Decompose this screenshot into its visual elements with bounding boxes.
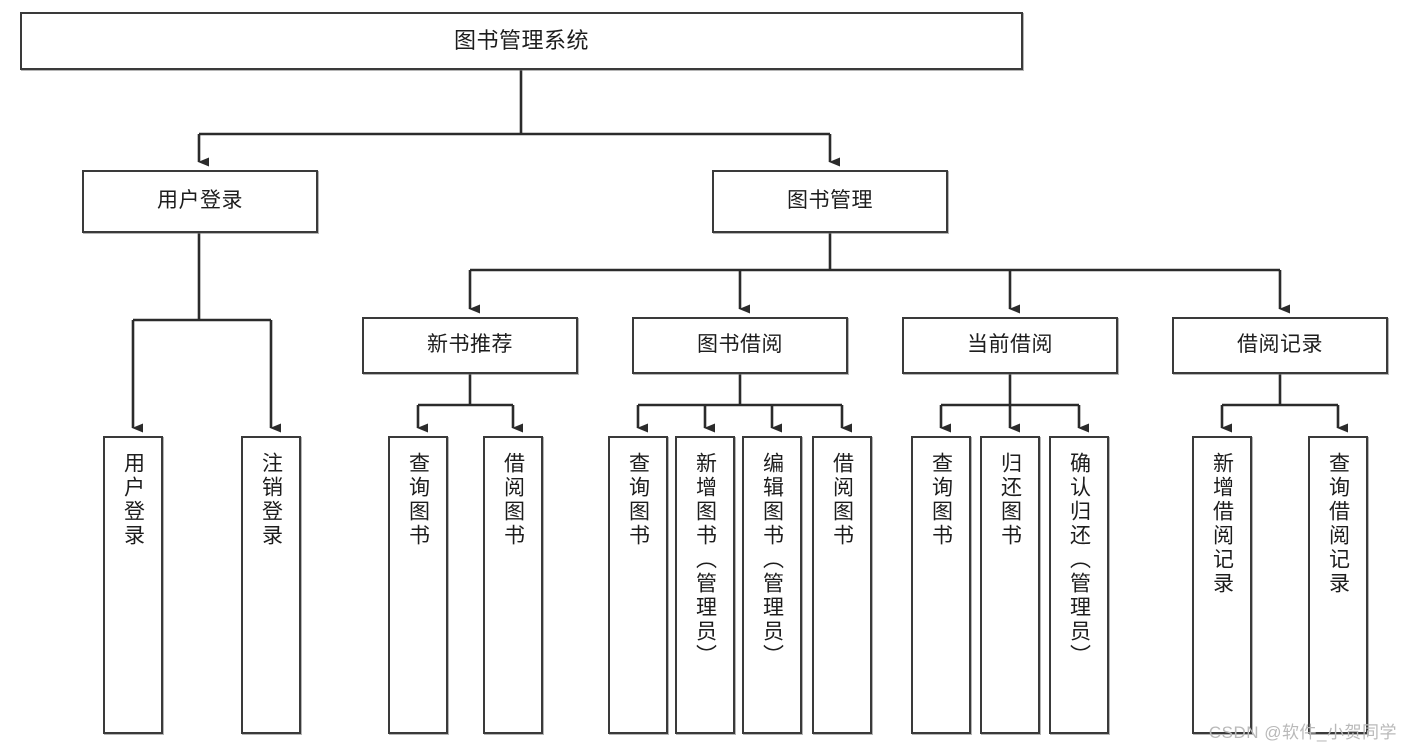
- node-leaf-add-book[interactable]: 新增图书（管理员）: [675, 436, 735, 734]
- node-label-leaf-edit-book: 编辑图书（管理员）: [760, 452, 784, 668]
- node-label-user-login: 用户登录: [157, 189, 243, 213]
- node-new-book-recommend[interactable]: 新书推荐: [362, 317, 578, 374]
- node-label-leaf-borrow-book-1: 借阅图书: [501, 452, 525, 548]
- node-label-leaf-query-record: 查询借阅记录: [1326, 452, 1350, 596]
- node-label-leaf-query-book-2: 查询图书: [626, 452, 650, 548]
- node-label-new-book-recommend: 新书推荐: [427, 333, 513, 357]
- node-leaf-return-book[interactable]: 归还图书: [980, 436, 1040, 734]
- node-label-leaf-borrow-book-2: 借阅图书: [830, 452, 854, 548]
- node-leaf-borrow-book-2[interactable]: 借阅图书: [812, 436, 872, 734]
- node-leaf-edit-book[interactable]: 编辑图书（管理员）: [742, 436, 802, 734]
- node-leaf-confirm-return[interactable]: 确认归还（管理员）: [1049, 436, 1109, 734]
- node-borrow-record[interactable]: 借阅记录: [1172, 317, 1388, 374]
- node-book-management[interactable]: 图书管理: [712, 170, 948, 233]
- node-current-borrow[interactable]: 当前借阅: [902, 317, 1118, 374]
- node-label-borrow-record: 借阅记录: [1237, 333, 1323, 357]
- node-label-book-borrow: 图书借阅: [697, 333, 783, 357]
- node-book-borrow[interactable]: 图书借阅: [632, 317, 848, 374]
- node-book-management-system[interactable]: 图书管理系统: [20, 12, 1023, 70]
- node-label-book-management: 图书管理: [787, 189, 873, 213]
- node-leaf-add-record[interactable]: 新增借阅记录: [1192, 436, 1252, 734]
- node-leaf-query-book-1[interactable]: 查询图书: [388, 436, 448, 734]
- node-leaf-borrow-book-1[interactable]: 借阅图书: [483, 436, 543, 734]
- node-label-leaf-query-book-3: 查询图书: [929, 452, 953, 548]
- node-label-current-borrow: 当前借阅: [967, 333, 1053, 357]
- node-label-leaf-confirm-return: 确认归还（管理员）: [1067, 452, 1091, 668]
- node-label-leaf-query-book-1: 查询图书: [406, 452, 430, 548]
- node-leaf-query-record[interactable]: 查询借阅记录: [1308, 436, 1368, 734]
- node-leaf-logout-login[interactable]: 注销登录: [241, 436, 301, 734]
- node-label-leaf-add-record: 新增借阅记录: [1210, 452, 1234, 596]
- node-label-root: 图书管理系统: [453, 28, 589, 54]
- node-leaf-user-login[interactable]: 用户登录: [103, 436, 163, 734]
- csdn-watermark: CSDN @软件_小贺同学: [1208, 723, 1397, 742]
- node-label-leaf-return-book: 归还图书: [998, 452, 1022, 548]
- node-label-leaf-logout-login: 注销登录: [259, 452, 283, 548]
- node-user-login[interactable]: 用户登录: [82, 170, 318, 233]
- node-label-leaf-user-login: 用户登录: [121, 452, 145, 548]
- node-leaf-query-book-3[interactable]: 查询图书: [911, 436, 971, 734]
- node-leaf-query-book-2[interactable]: 查询图书: [608, 436, 668, 734]
- node-label-leaf-add-book: 新增图书（管理员）: [693, 452, 717, 668]
